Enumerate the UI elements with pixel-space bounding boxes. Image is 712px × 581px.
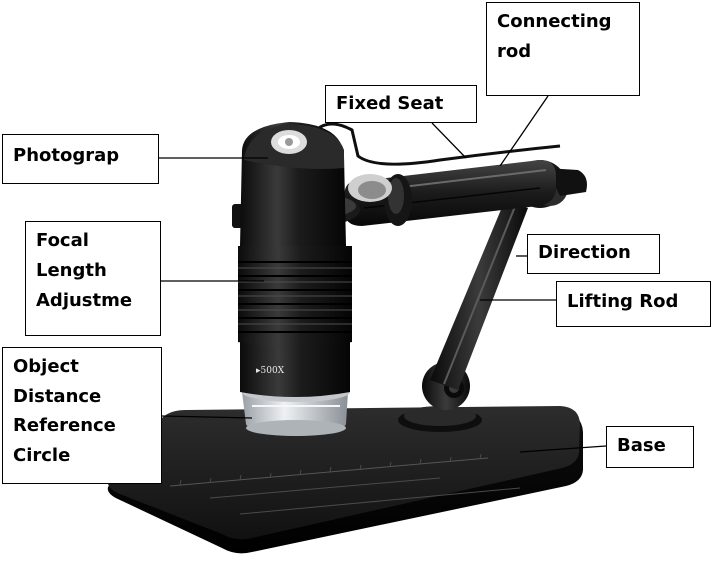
label-line: Object <box>13 356 79 377</box>
usb-cable <box>315 122 561 166</box>
label-fixed-seat: Fixed Seat <box>325 85 477 123</box>
label-line: Fixed Seat <box>336 93 444 114</box>
label-line: rod <box>497 41 532 62</box>
leader-lines <box>159 95 607 453</box>
label-base: Base <box>606 426 694 468</box>
label-focal-length: Focal Length Adjustme <box>25 221 161 336</box>
base-plate <box>107 406 583 554</box>
label-photograph: Photograp <box>2 134 159 184</box>
label-direction: Direction <box>527 234 660 274</box>
magnification-mark: ▸500X <box>256 366 285 376</box>
label-line: Circle <box>13 444 71 466</box>
label-line: Base <box>617 435 666 456</box>
label-line: Reference <box>13 415 116 436</box>
label-line: Connecting <box>497 11 612 32</box>
label-line: Focal <box>36 230 89 251</box>
label-line: Adjustme <box>36 290 133 311</box>
label-connecting-rod: Connecting rod <box>486 2 640 96</box>
label-line: Lifting Rod <box>567 291 679 312</box>
label-object-distance: Object Distance Reference Circle <box>2 347 162 484</box>
microscope-body <box>238 122 352 436</box>
label-line: Distance <box>13 385 102 407</box>
label-line: Photograp <box>13 145 120 166</box>
label-lifting-rod: Lifting Rod <box>556 281 711 327</box>
label-line: Length <box>36 260 107 281</box>
lifting-rod <box>430 200 528 390</box>
label-line: Direction <box>538 242 631 263</box>
